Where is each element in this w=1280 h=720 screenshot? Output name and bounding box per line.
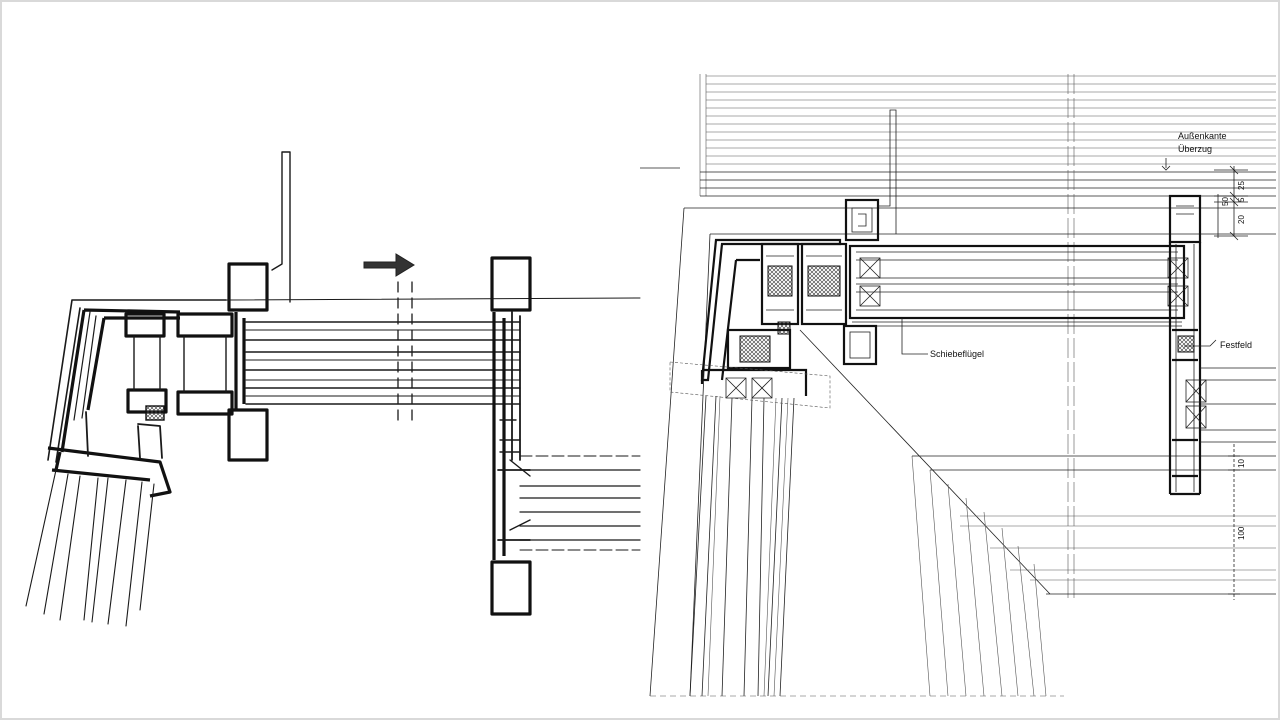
dim-20: 20: [1237, 215, 1246, 224]
sliding-direction-arrow-icon: [363, 253, 415, 277]
sliding-sash: [848, 244, 1189, 327]
label-fixed-panel: Festfeld: [1220, 340, 1252, 350]
dim-100: 100: [1237, 526, 1246, 540]
cad-top-bands: [640, 74, 1276, 600]
dim-25: 25: [1237, 181, 1246, 190]
sketch-post-bottom-right: [490, 560, 532, 616]
dim-5: 5: [1237, 197, 1246, 202]
label-outer-edge-line2: Überzug: [1178, 144, 1212, 154]
sketch-post-bottom-left: [227, 408, 269, 462]
sketch-post-top-left: [227, 262, 269, 312]
cad-post-bottom: [842, 324, 878, 366]
leader-outer-edge: [1161, 158, 1171, 171]
cad-drawing: Außenkante Überzug Schiebeflügel Festfel…: [640, 74, 1276, 697]
corner-profiles: [669, 238, 848, 409]
dim-50: 50: [1221, 197, 1230, 206]
leader-sliding-sash: [901, 318, 928, 355]
fixed-panel-column: [1168, 194, 1276, 496]
dimension-lines: [1214, 165, 1248, 600]
dim-10: 10: [1237, 459, 1246, 468]
label-sliding-sash: Schiebeflügel: [930, 349, 984, 359]
cad-bottom-slab: [911, 455, 1276, 697]
label-outer-edge-line1: Außenkante: [1178, 131, 1227, 141]
leader-fixed-panel: [1184, 339, 1217, 347]
hand-sketch: [25, 151, 641, 627]
sketch-post-top-right: [490, 256, 532, 312]
cad-post-top: [844, 198, 880, 242]
